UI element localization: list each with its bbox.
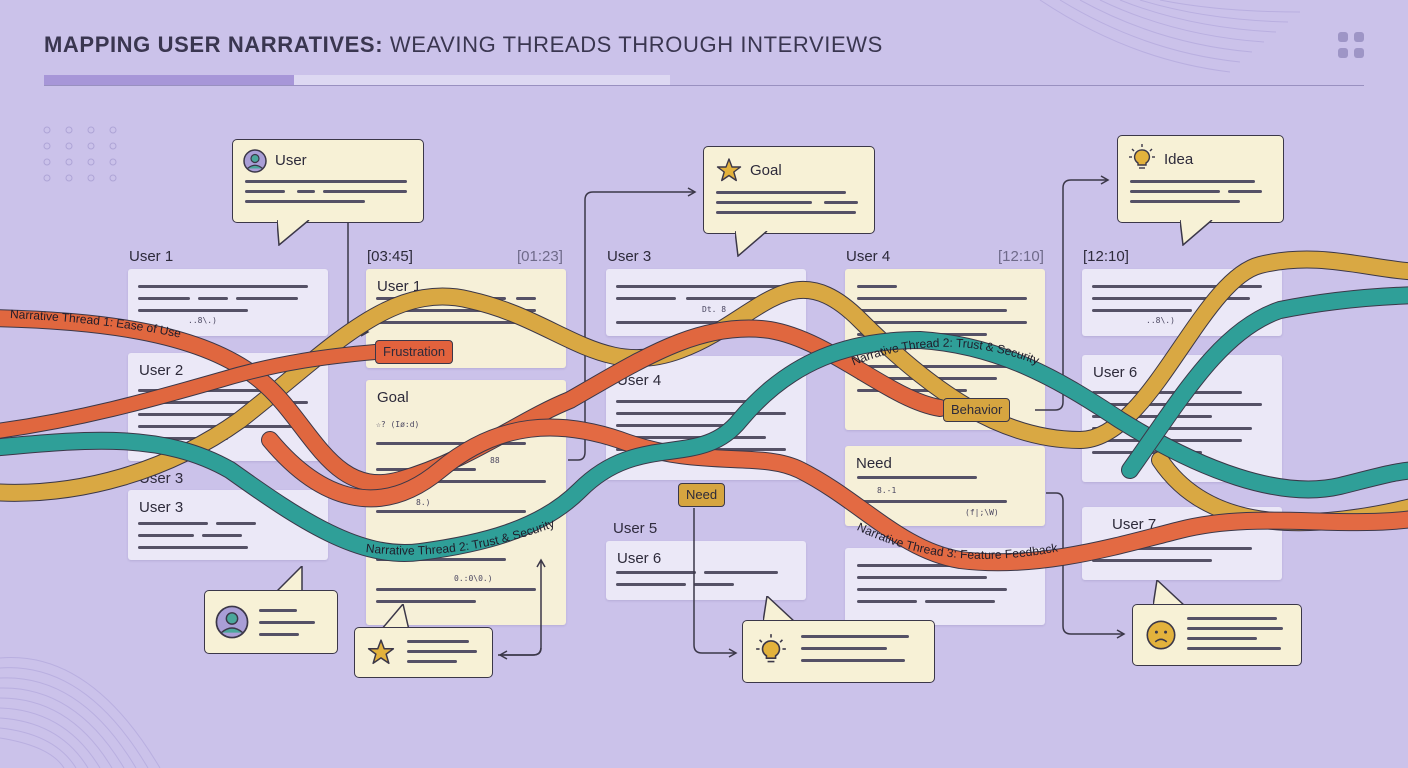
user-quote-bubble bbox=[204, 590, 338, 654]
lightbulb-icon bbox=[756, 634, 786, 663]
column-2-timestamp-right: [01:23] bbox=[517, 248, 563, 265]
interview-card[interactable]: ..8\.) bbox=[128, 269, 328, 336]
card-meta: (f|;\W) bbox=[965, 508, 999, 517]
column-3-header: User 3 bbox=[607, 248, 652, 265]
frustration-tag[interactable]: Frustration bbox=[375, 340, 454, 364]
card-meta: ..8\.) bbox=[188, 316, 217, 325]
user-avatar-icon bbox=[215, 605, 249, 639]
interview-card[interactable]: User 3 bbox=[128, 490, 328, 560]
star-icon bbox=[367, 639, 395, 665]
star-icon bbox=[716, 158, 742, 182]
column-4-timestamp: [12:10] bbox=[998, 248, 1044, 265]
progress-fill bbox=[44, 75, 295, 85]
sad-face-icon bbox=[1146, 620, 1176, 650]
card-label: User 6 bbox=[617, 550, 662, 567]
card-label: User 6 bbox=[1093, 364, 1138, 381]
lightbulb-icon bbox=[1129, 144, 1155, 169]
goal-bubble: Goal bbox=[703, 146, 875, 234]
title-bold: MAPPING USER NARRATIVES: bbox=[44, 32, 384, 57]
user-bubble: User bbox=[232, 139, 424, 223]
card-meta: 8.) bbox=[416, 498, 431, 507]
card-meta: ☆? (Iø:d) bbox=[376, 420, 420, 429]
user-avatar-icon bbox=[243, 149, 267, 173]
column-2-timestamp: [03:45] bbox=[367, 248, 413, 265]
behavior-tag[interactable]: Behavior bbox=[943, 398, 1011, 422]
card-meta: ..8\.) bbox=[1146, 316, 1175, 325]
column-1-header: User 1 bbox=[129, 248, 174, 265]
grid-menu-icon[interactable] bbox=[1338, 32, 1364, 58]
bubble-tail bbox=[276, 566, 303, 592]
card-label: User 1 bbox=[377, 278, 422, 295]
bubble-tail bbox=[735, 231, 768, 257]
card-label: Need bbox=[856, 455, 892, 472]
interview-card[interactable]: User 6 bbox=[606, 541, 806, 600]
goal-quote-bubble bbox=[354, 627, 493, 678]
page-title: MAPPING USER NARRATIVES: WEAVING THREADS… bbox=[44, 32, 883, 58]
column-5-timestamp: [12:10] bbox=[1083, 248, 1129, 265]
title-light: WEAVING THREADS THROUGH INTERVIEWS bbox=[383, 32, 883, 57]
card-label: User 5 bbox=[613, 520, 658, 537]
card-label: User 3 bbox=[139, 499, 184, 516]
card-label: Goal bbox=[377, 389, 409, 406]
thread-1-branch bbox=[0, 345, 382, 438]
card-meta: 8.-1 bbox=[877, 486, 897, 495]
bubble-tail bbox=[763, 596, 796, 622]
gold-thread bbox=[0, 251, 1408, 501]
bubble-tail bbox=[1180, 220, 1213, 246]
bubble-tail bbox=[381, 604, 410, 630]
bubble-label: User bbox=[275, 152, 307, 169]
idea-quote-bubble bbox=[742, 620, 935, 683]
thread-2-branch bbox=[1122, 287, 1408, 478]
card-meta: Dt. 8 bbox=[702, 305, 727, 314]
progress-bar bbox=[44, 75, 670, 85]
card-label: User 7 bbox=[1112, 516, 1157, 533]
thread-2-trust-security bbox=[0, 331, 1408, 561]
bubble-tail bbox=[1153, 580, 1186, 606]
need-tag[interactable]: Need bbox=[678, 483, 726, 507]
bubble-label: Goal bbox=[750, 162, 782, 179]
bubble-tail bbox=[277, 220, 310, 246]
card-label: User 2 bbox=[139, 362, 184, 379]
sad-quote-bubble bbox=[1132, 604, 1302, 666]
thread-3-feature-feedback bbox=[262, 419, 1408, 571]
card-meta: 0.:0\0.) bbox=[454, 574, 493, 583]
card-meta: 88 bbox=[490, 456, 500, 465]
header-divider bbox=[44, 85, 1364, 86]
column-4-header: User 4 bbox=[846, 248, 891, 265]
bubble-label: Idea bbox=[1164, 151, 1194, 168]
idea-bubble: Idea bbox=[1117, 135, 1284, 223]
